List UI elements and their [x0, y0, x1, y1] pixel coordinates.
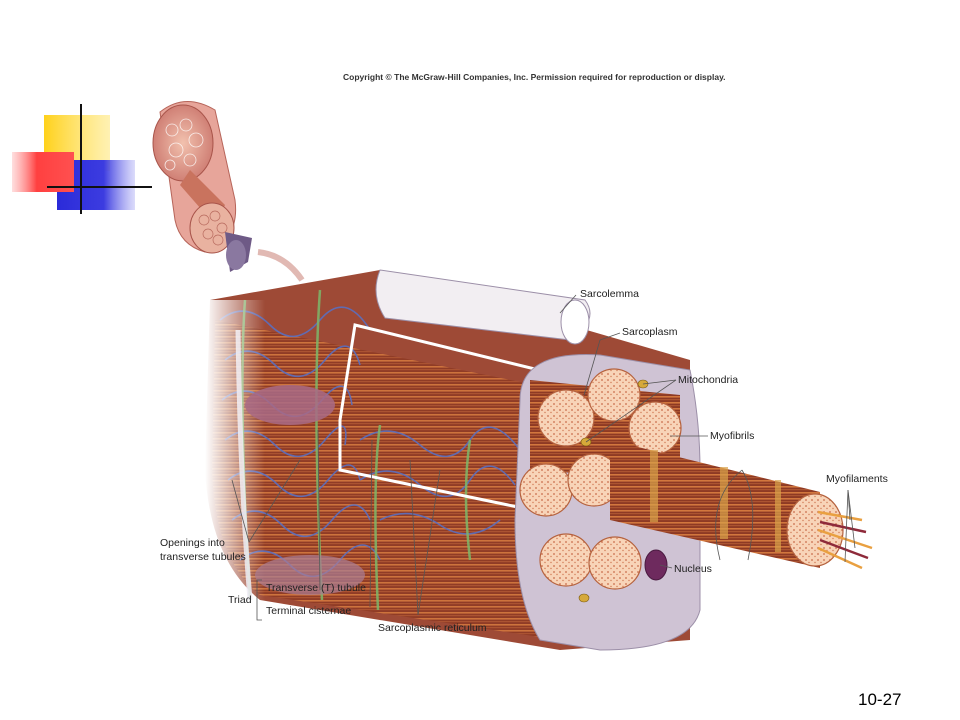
whole-muscle-inset [152, 101, 305, 282]
protruding-myofibril [610, 440, 873, 570]
slide-number: 10-27 [858, 690, 902, 709]
label-myofilaments: Myofilaments [826, 473, 888, 485]
label-terminal-cisternae: Terminal cisternae [266, 605, 352, 617]
label-myofibrils: Myofibrils [710, 430, 755, 442]
label-t-tubule: Transverse (T) tubule [266, 582, 366, 594]
label-openings-line1: Openings into [160, 537, 225, 549]
label-sarcoplasmic-reticulum: Sarcoplasmic reticulum [378, 622, 487, 634]
label-triad: Triad [228, 594, 252, 606]
leader-lines [231, 294, 856, 621]
label-nucleus: Nucleus [674, 563, 712, 575]
decorative-squares [12, 104, 152, 214]
label-sarcoplasm: Sarcoplasm [622, 326, 678, 338]
copyright-notice: Copyright © The McGraw-Hill Companies, I… [343, 72, 726, 82]
sarcoplasmic-reticulum-network [219, 306, 521, 578]
label-sarcolemma: Sarcolemma [580, 288, 639, 300]
label-openings-line2: transverse tubules [160, 551, 246, 563]
label-mitochondria: Mitochondria [678, 374, 739, 386]
myofibril-bundle [514, 354, 701, 651]
